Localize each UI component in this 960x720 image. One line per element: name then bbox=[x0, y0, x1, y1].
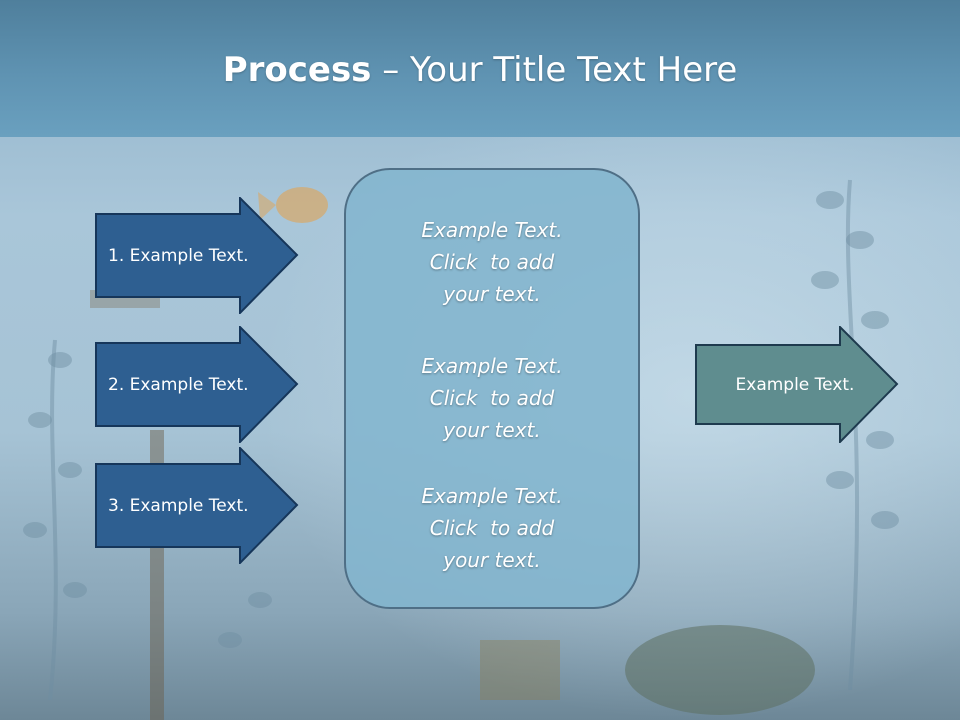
left-arrow-label: 2. Example Text. bbox=[108, 374, 249, 395]
text-block-2: Example Text. Click to add your text. bbox=[346, 350, 638, 446]
text-line: your text. bbox=[443, 282, 541, 306]
text-line: Click to add bbox=[429, 516, 555, 540]
text-line: Example Text. bbox=[421, 484, 563, 508]
text-line: Example Text. bbox=[421, 218, 563, 242]
text-line: your text. bbox=[443, 548, 541, 572]
left-arrow-1[interactable]: 1. Example Text. bbox=[95, 197, 299, 314]
arrow-shape-1 bbox=[95, 197, 299, 314]
slide-title[interactable]: Process – Your Title Text Here bbox=[0, 50, 960, 90]
center-text-box[interactable]: Example Text. Click to add your text. Ex… bbox=[344, 168, 640, 609]
text-line: Click to add bbox=[429, 386, 555, 410]
text-line: Click to add bbox=[429, 250, 555, 274]
output-arrow-shape bbox=[695, 326, 899, 443]
text-block-1: Example Text. Click to add your text. bbox=[346, 214, 638, 310]
right-arrow-label: Example Text. bbox=[735, 374, 855, 395]
left-arrow-2[interactable]: 2. Example Text. bbox=[95, 326, 299, 443]
text-line: Example Text. bbox=[421, 354, 563, 378]
text-line: your text. bbox=[443, 418, 541, 442]
text-block-3: Example Text. Click to add your text. bbox=[346, 480, 638, 576]
left-arrow-3[interactable]: 3. Example Text. bbox=[95, 447, 299, 564]
arrow-shape-2 bbox=[95, 326, 299, 443]
arrow-shape-3 bbox=[95, 447, 299, 564]
left-arrow-label: 1. Example Text. bbox=[108, 245, 249, 266]
title-rest-part: – Your Title Text Here bbox=[371, 50, 738, 90]
title-bold-part: Process bbox=[222, 50, 372, 90]
right-output-arrow[interactable]: Example Text. bbox=[695, 326, 899, 443]
left-arrow-label: 3. Example Text. bbox=[108, 495, 249, 516]
title-bar: Process – Your Title Text Here bbox=[0, 0, 960, 137]
